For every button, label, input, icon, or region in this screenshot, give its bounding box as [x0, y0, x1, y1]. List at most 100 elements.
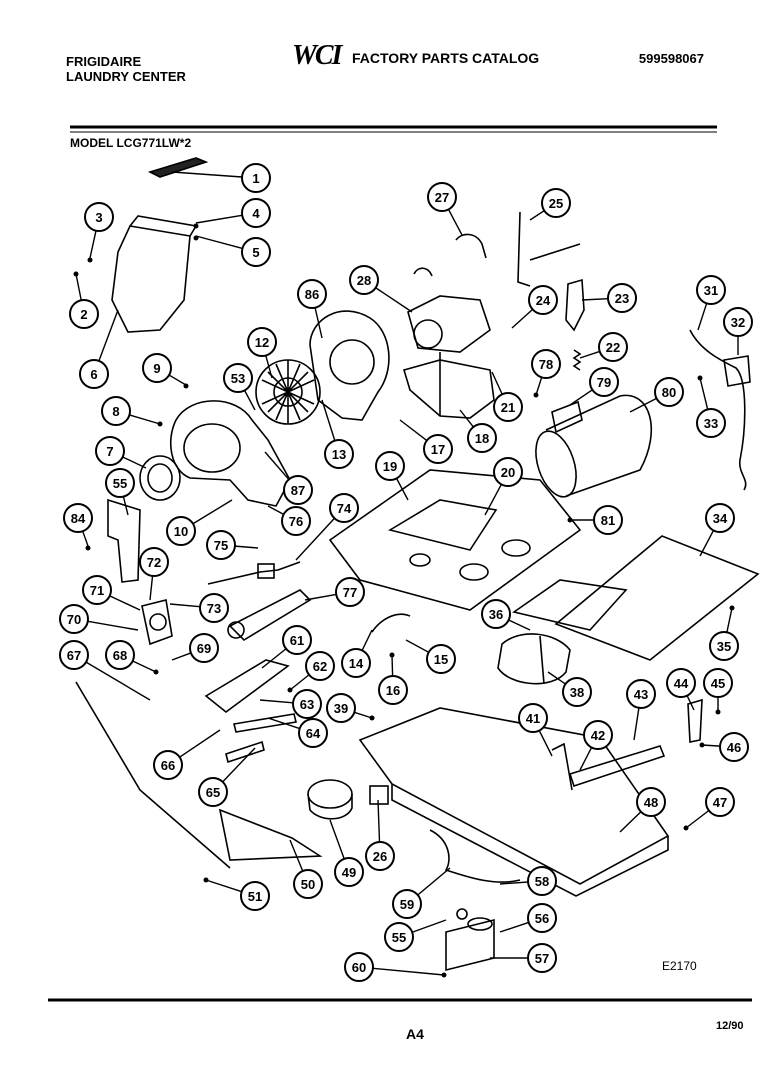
callout-leader	[405, 639, 430, 653]
callout-circle	[696, 408, 726, 438]
callout-leader	[372, 967, 445, 976]
callout-leader	[171, 652, 192, 661]
callout-number: 27	[435, 190, 449, 205]
callout-48: 48	[619, 787, 666, 833]
callout-leader	[538, 730, 553, 757]
callout-number: 44	[674, 676, 689, 691]
callout-leader	[508, 619, 531, 631]
callout-number: 80	[662, 385, 676, 400]
callout-45: 45	[703, 668, 733, 712]
callout-number: 28	[357, 273, 371, 288]
callout-number: 9	[153, 361, 160, 376]
callout-number: 4	[252, 206, 260, 221]
callout-circle	[467, 423, 497, 453]
callout-number: 33	[704, 416, 718, 431]
callout-circle	[423, 434, 453, 464]
callout-leader	[82, 530, 89, 547]
base-frame	[358, 707, 670, 897]
callout-number: 26	[373, 849, 387, 864]
callout-16: 16	[378, 654, 408, 705]
callout-leader	[259, 699, 294, 704]
callout-9: 9	[142, 353, 187, 386]
callout-number: 64	[306, 726, 321, 741]
callout-circle	[593, 505, 623, 535]
blower-wheel	[255, 359, 321, 425]
callout-leader	[195, 214, 243, 224]
callout-53: 53	[223, 363, 256, 411]
callout-60: 60	[344, 952, 445, 982]
callout-35: 35	[709, 607, 739, 661]
callout-number: 48	[644, 795, 658, 810]
callout-circle	[95, 436, 125, 466]
wire-harness	[689, 329, 747, 491]
callout-circle	[527, 866, 557, 896]
callout-leader	[149, 575, 154, 601]
callout-leader	[171, 171, 243, 178]
callout-number: 21	[501, 400, 515, 415]
callout-number: 22	[606, 340, 620, 355]
callout-73: 73	[169, 593, 229, 623]
callout-55: 55	[384, 919, 447, 952]
lint-duct-mouth	[129, 215, 198, 237]
callout-circle	[153, 750, 183, 780]
callout-number: 73	[207, 601, 221, 616]
callout-leader	[267, 717, 300, 730]
callout-leader	[289, 674, 310, 691]
callout-leader	[195, 235, 243, 250]
callout-circle	[365, 841, 395, 871]
callout-33: 33	[696, 377, 726, 438]
callout-circle	[344, 952, 374, 982]
callout-41: 41	[518, 703, 553, 757]
callout-number: 41	[526, 711, 540, 726]
brand-block: FRIGIDAIRE LAUNDRY CENTER	[66, 54, 186, 84]
sensor-wire	[371, 613, 411, 633]
callout-circle	[349, 265, 379, 295]
exhaust-duct	[169, 400, 291, 507]
callout-leader	[304, 593, 337, 601]
callout-leader	[109, 595, 141, 611]
callout-22: 22	[579, 332, 628, 362]
igniter-harness	[429, 829, 521, 883]
drum-bracket	[551, 400, 583, 434]
callout-55: 55	[105, 468, 135, 516]
callout-number: 32	[731, 315, 745, 330]
callout-65: 65	[198, 747, 256, 807]
callout-number: 34	[713, 511, 728, 526]
callout-circle	[636, 787, 666, 817]
callout-circle	[723, 307, 753, 337]
callout-circle	[281, 506, 311, 536]
callout-32: 32	[723, 307, 753, 355]
callout-number: 75	[214, 538, 228, 553]
callout-circle	[335, 577, 365, 607]
callout-number: 15	[434, 652, 448, 667]
callout-number: 10	[174, 524, 188, 539]
callout-circle	[709, 631, 739, 661]
callout-number: 35	[717, 639, 731, 654]
callout-leader	[535, 377, 543, 396]
callout-circle	[241, 163, 271, 193]
blower-housing-hub	[329, 339, 375, 385]
callout-72: 72	[139, 547, 169, 601]
callout-circle	[189, 633, 219, 663]
callout-circle	[493, 457, 523, 487]
callout-circle	[223, 363, 253, 393]
callout-leader	[179, 729, 221, 758]
strap	[233, 713, 297, 733]
callout-81: 81	[570, 505, 623, 535]
callout-7: 7	[95, 436, 147, 469]
callout-number: 18	[475, 431, 489, 446]
heater-bracket	[204, 659, 290, 714]
callout-leader	[377, 799, 381, 843]
motor-clip-2	[413, 267, 433, 277]
fasteners	[73, 223, 735, 978]
callout-circle	[583, 720, 613, 750]
callout-leader	[205, 879, 242, 893]
callout-leader	[629, 397, 657, 413]
callout-number: 12	[255, 335, 269, 350]
callout-circle	[241, 198, 271, 228]
callout-circle	[426, 644, 456, 674]
callout-number: 81	[601, 513, 615, 528]
callout-circle	[334, 857, 364, 887]
callout-circle	[199, 593, 229, 623]
callout-number: 56	[535, 911, 549, 926]
